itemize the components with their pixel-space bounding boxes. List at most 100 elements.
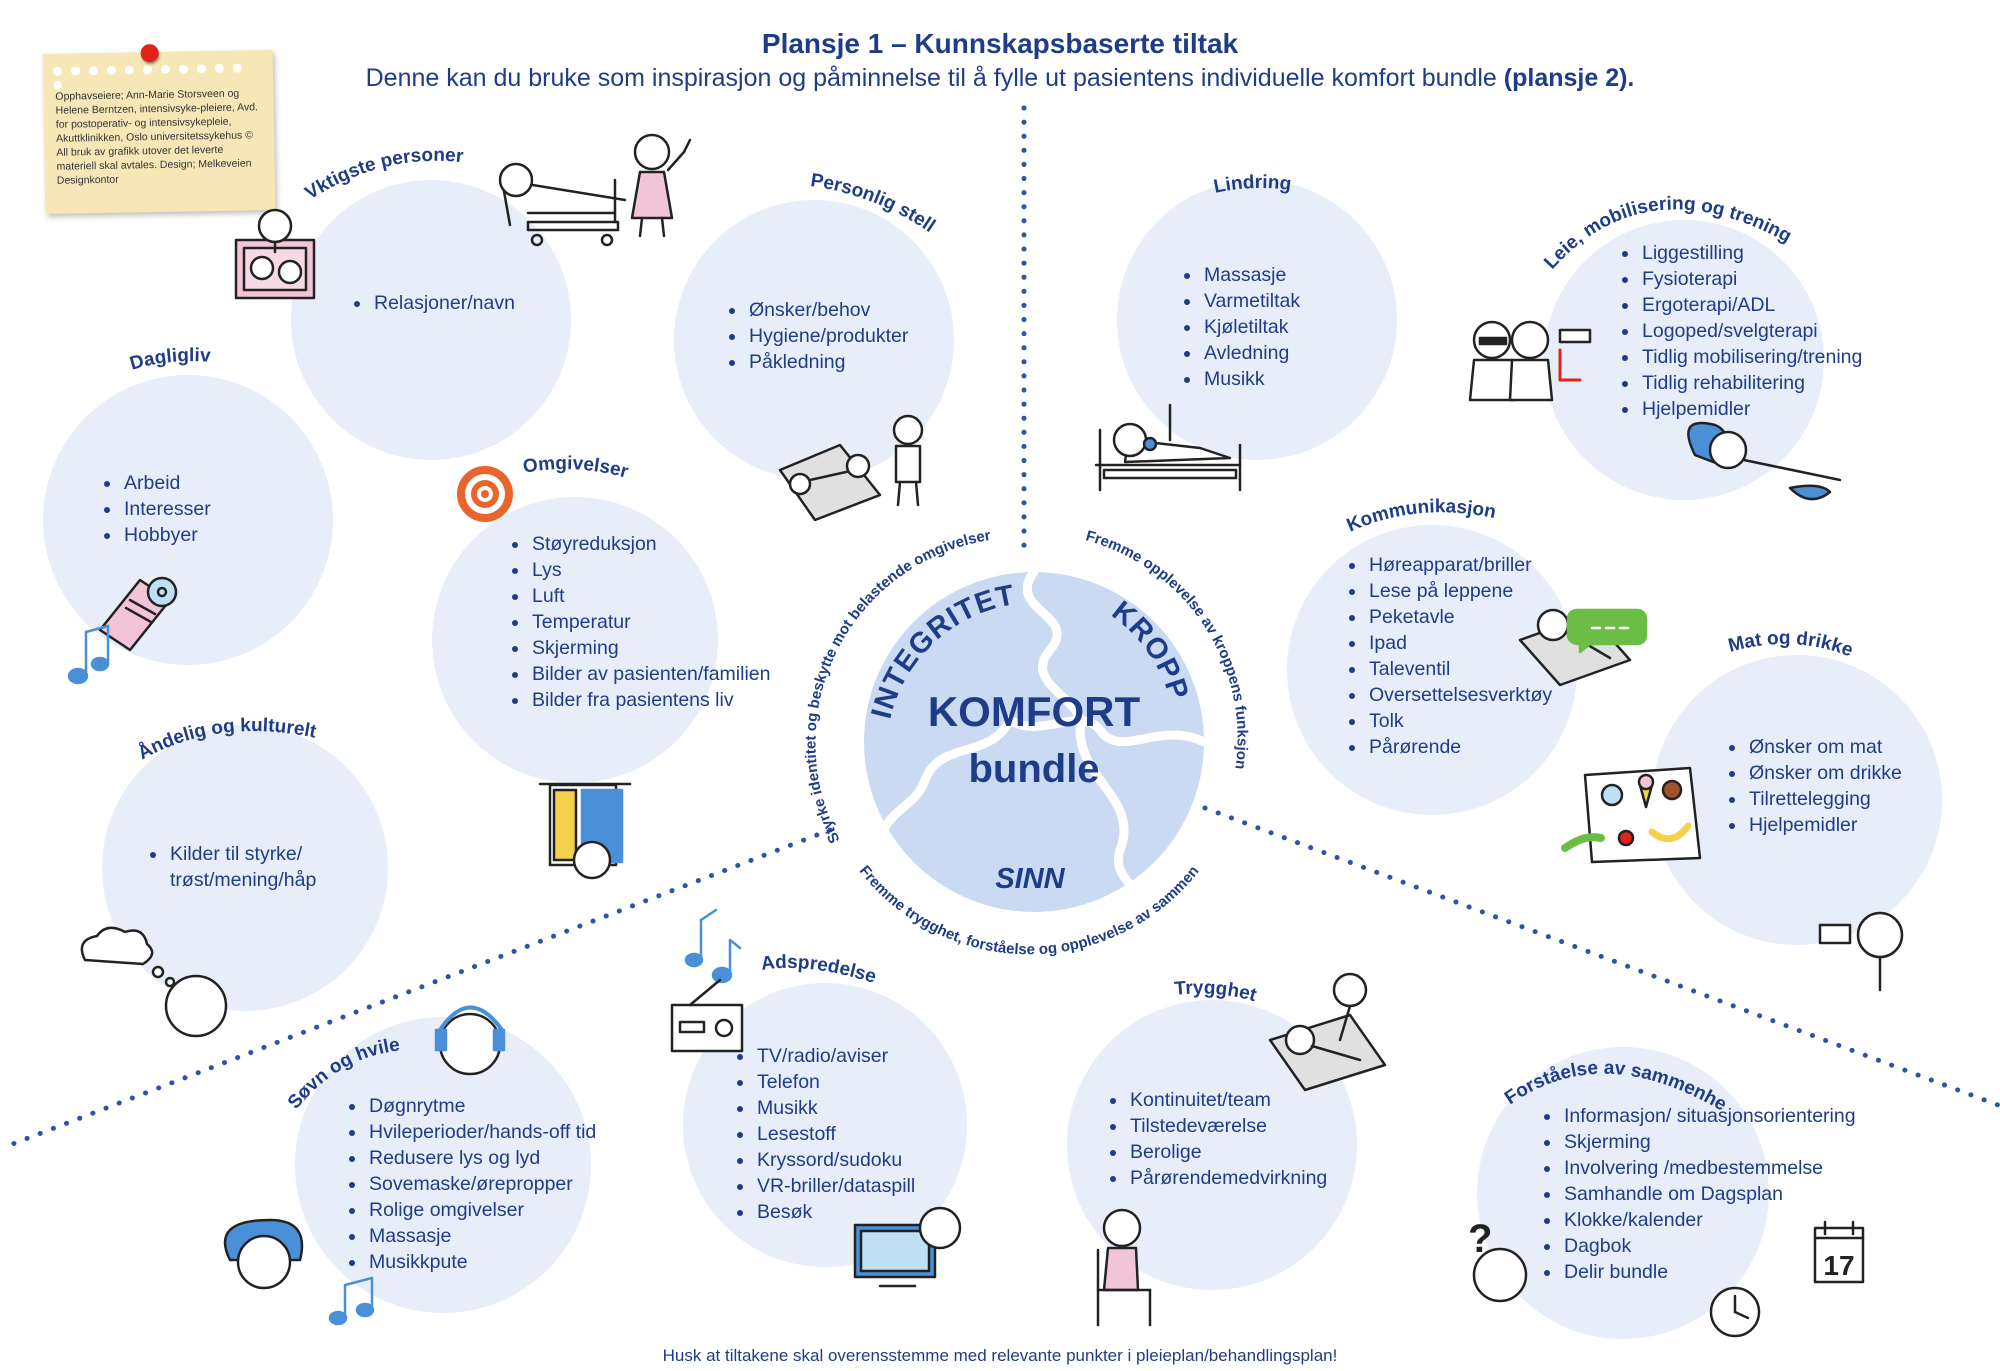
list-item: Pårørendemedvirkning [1128,1165,1327,1191]
binocular-person-icon [1818,911,1904,992]
noise-icon [457,466,513,522]
personal-care-icon [778,414,924,522]
list-item: Berolige [1128,1139,1327,1165]
list-item: TV/radio/aviser [755,1043,915,1069]
list-item: Telefon [755,1069,915,1095]
list-item: Påkledning [747,349,908,375]
circle-sovn [295,1017,591,1313]
speech-patient-icon [1518,608,1648,687]
list-item: Oversettelsesverktøy [1367,682,1552,708]
list-item: Tolk [1367,708,1552,734]
list-andelig: Kilder til styrke/ trøst/mening/håp [146,841,388,893]
list-item: Klokke/kalender [1562,1207,1892,1233]
list-item: Sovemaske/ørepropper [367,1171,596,1197]
list-item: Tidlig rehabilitering [1640,370,1862,396]
topic-circles [43,180,1942,1339]
list-item: Døgnrytme [367,1093,596,1119]
list-item: Høreapparat/briller [1367,552,1552,578]
music-notes-icon [684,908,742,984]
list-item: Musikk [755,1095,915,1121]
bed-visitor-icon [498,133,692,247]
circle-trygghet [1067,1000,1357,1290]
list-item: Pårørende [1367,734,1552,760]
list-item: Lys [530,557,770,583]
sitting-person-icon [1096,1208,1152,1327]
list-item: Varmetiltak [1202,288,1300,314]
list-dagligliv: ArbeidInteresserHobbyer [100,470,211,548]
list-item: Hjelpemidler [1640,396,1862,422]
list-item: Hobbyer [122,522,211,548]
circle-omgivelser [432,497,718,783]
list-lindring: MassasjeVarmetiltakKjøletiltakAvledningM… [1180,262,1300,392]
list-item: Kontinuitet/team [1128,1087,1327,1113]
divider-left [7,827,833,1148]
bundle-title: bundle [968,747,1099,791]
food-board-icon [1561,766,1702,864]
circle-lindring [1117,180,1397,460]
list-item: Bilder fra pasientens liv [530,687,770,713]
list-item: Avledning [1202,340,1300,366]
list-item: Massasje [367,1223,596,1249]
list-item: VR-briller/dataspill [755,1173,915,1199]
calendar-day: 17 [1823,1250,1854,1281]
list-item: Ipad [1367,630,1552,656]
list-item: Ergoterapi/ADL [1640,292,1862,318]
footer-reminder: Husk at tiltakene skal overensstemme med… [662,1346,1338,1365]
list-item: Liggestilling [1640,240,1862,266]
komfort-title: KOMFORT [928,688,1141,735]
center-circle [864,572,1204,912]
list-item: Kryssord/sudoku [755,1147,915,1173]
dotted-dividers [7,105,2000,1148]
clock-icon [1709,1286,1761,1338]
list-trygghet: Kontinuitet/teamTilstedeværelseBeroligeP… [1106,1087,1327,1191]
circle-dagligliv [43,375,333,665]
question-mark: ? [1468,1217,1492,1261]
list-item: Arbeid [122,470,211,496]
list-item: Delir bundle [1562,1259,1892,1285]
page-title: Plansje 1 – Kunnskapsbaserte tiltak [761,28,1239,59]
list-mat: Ønsker om matØnsker om drikkeTilretteleg… [1725,734,1902,838]
circle-mat [1652,655,1942,945]
list-item: Besøk [755,1199,915,1225]
list-item: Interesser [122,496,211,522]
list-item: Skjerming [530,635,770,661]
list-item: Samhandle om Dagsplan [1562,1181,1892,1207]
window-icon [538,782,632,880]
radio-icon [670,978,744,1053]
sleep-icon [223,1005,506,1290]
list-item: Lesestoff [755,1121,915,1147]
list-item: Bilder av pasienten/familien [530,661,770,687]
list-leie: LiggestillingFysioterapiErgoterapi/ADLLo… [1618,240,1862,422]
circle-personlig [674,200,954,480]
list-item: Rolige omgivelser [367,1197,596,1223]
list-item: Involvering /medbestemmelse [1562,1155,1892,1181]
list-omgivelser: StøyreduksjonLysLuftTemperaturSkjermingB… [508,531,770,713]
list-item: Kilder til styrke/ trøst/mening/håp [168,841,388,893]
list-item: Taleventil [1367,656,1552,682]
label-sinn: SINN [995,863,1065,895]
list-item: Kjøletiltak [1202,314,1300,340]
music-note-icon [67,624,110,685]
list-item: Dagbok [1562,1233,1892,1259]
list-sovn: DøgnrytmeHvileperioder/hands-off tidRedu… [345,1093,596,1275]
list-item: Tilstedeværelse [1128,1113,1327,1139]
list-item: Massasje [1202,262,1300,288]
list-item: Relasjoner/navn [372,290,515,316]
list-adspredelse: TV/radio/aviserTelefonMusikkLesestoffKry… [733,1043,915,1225]
list-item: Musikkpute [367,1249,596,1275]
circle-andelig [102,725,388,1011]
list-item: Informasjon/ situasjonsorientering [1562,1103,1892,1129]
list-item: Ønsker om mat [1747,734,1902,760]
reassurance-icon [1268,972,1387,1092]
list-item: Luft [530,583,770,609]
list-item: Hygiene/produkter [747,323,908,349]
music-book-icon [98,576,178,652]
divider-right [1202,805,2000,1108]
tv-icon [853,1206,962,1288]
list-item: Ønsker om drikke [1747,760,1902,786]
confused-head-icon [1472,1247,1528,1303]
list-personlig: Ønsker/behovHygiene/produkterPåkledning [725,297,908,375]
circle-kommunikasjon [1287,525,1577,815]
